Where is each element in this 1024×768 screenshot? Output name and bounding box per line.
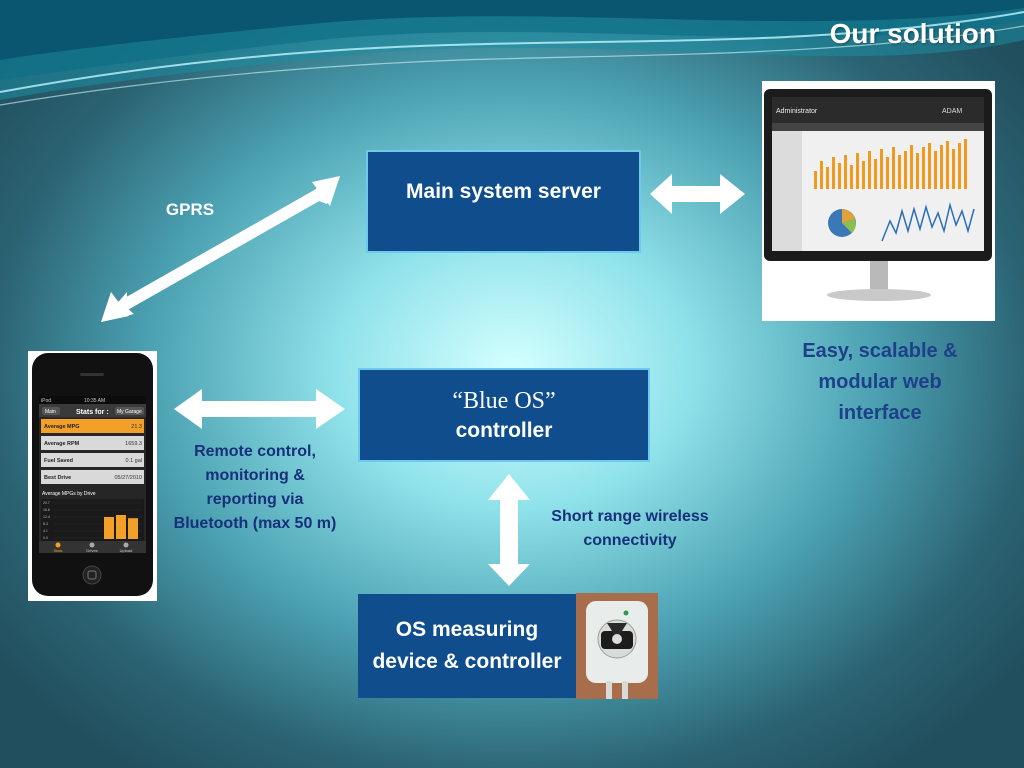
phone-axis-tick: 16.6 (43, 508, 50, 512)
phone-chart-bar (128, 518, 138, 539)
header-waves (0, 0, 1024, 106)
phone-axis-tick: 0.0 (43, 536, 48, 540)
remote-control-label: Remote control, monitoring & reporting v… (173, 443, 337, 532)
phone-stat-label: Average RPM (44, 441, 80, 447)
phone-tab-icon (123, 542, 129, 548)
phone-chart-axis: 20.7 16.6 12.4 8.3 4.1 0.0 (43, 501, 142, 540)
measuring-device-node: OS measuring device & controller (358, 594, 576, 698)
phone-stat-row (41, 436, 144, 450)
monitor-brand: ADAM (942, 108, 962, 115)
phone-stat-label: Average MPG (44, 424, 80, 430)
blue-os-name: “Blue OS” (452, 387, 556, 414)
web-interface-label: Easy, scalable & modular web interface (802, 340, 958, 424)
phone-stat-value: 1659.3 (125, 441, 142, 447)
phone-tab-icon (89, 542, 95, 548)
phone-stat-row (41, 470, 144, 484)
phone-stat-value: 05/27/2010 (114, 475, 142, 481)
bluetooth-arrow (174, 389, 345, 429)
main-server-label: Main system server (406, 179, 601, 203)
phone-chart-bars (104, 515, 138, 539)
blue-os-role: controller (455, 418, 553, 442)
phone-axis-tick: 12.4 (43, 515, 50, 519)
phone-chart-bar (116, 515, 126, 539)
phone-axis-tick: 4.1 (43, 529, 48, 533)
phone-axis-tick: 20.7 (43, 501, 50, 505)
phone-stat-row (41, 453, 144, 467)
gprs-arrow (101, 176, 340, 322)
pump-icon (576, 593, 658, 699)
phone-stat-row (41, 419, 144, 433)
svg-text:Average MPGs by Drive: Average MPGs by Drive (42, 491, 96, 497)
svg-text:Stats for :: Stats for : (76, 409, 109, 416)
device-label-line1: OS measuring (395, 618, 539, 641)
gprs-label: GPRS (165, 200, 215, 219)
phone-tab-label: Upload (120, 548, 133, 553)
svg-text:iPod: iPod (41, 398, 51, 404)
monitor-app-title: Administrator (776, 108, 818, 115)
smartphone-app-image: iPod 10:35 AM Main Stats for : My Garage… (28, 351, 157, 601)
phone-stat-value: 21.3 (131, 424, 142, 430)
svg-text:Main: Main (45, 409, 56, 415)
measuring-pump-image (576, 593, 658, 699)
wireless-arrow (488, 474, 530, 586)
phone-tab-label: Drives (86, 548, 97, 553)
phone-icon: iPod 10:35 AM Main Stats for : My Garage… (28, 351, 157, 601)
phone-stat-label: Best Drive (44, 475, 71, 481)
wireless-label: Short range wireless connectivity (551, 508, 709, 549)
web-dashboard-monitor-image: ADAM Administrator (762, 81, 995, 321)
server-web-arrow (650, 174, 745, 214)
main-server-node: Main system server (366, 150, 641, 253)
phone-tab-label: Stats (53, 548, 62, 553)
phone-stat-value: 0.1 gal (125, 458, 142, 464)
svg-text:My Garage: My Garage (117, 409, 142, 415)
phone-chart-bar (104, 517, 114, 539)
phone-axis-tick: 8.3 (43, 522, 48, 526)
phone-stat-label: Fuel Saved (44, 458, 73, 464)
device-label-line2: device & controller (372, 650, 562, 673)
monitor-icon: ADAM Administrator (762, 81, 995, 321)
blue-os-node: “Blue OS” controller (358, 368, 650, 462)
phone-tab-icon (55, 542, 61, 548)
phone-tab-bar: Stats Drives Upload (53, 542, 133, 553)
svg-text:10:35 AM: 10:35 AM (84, 398, 105, 404)
slide-title: Our solution (829, 18, 996, 49)
